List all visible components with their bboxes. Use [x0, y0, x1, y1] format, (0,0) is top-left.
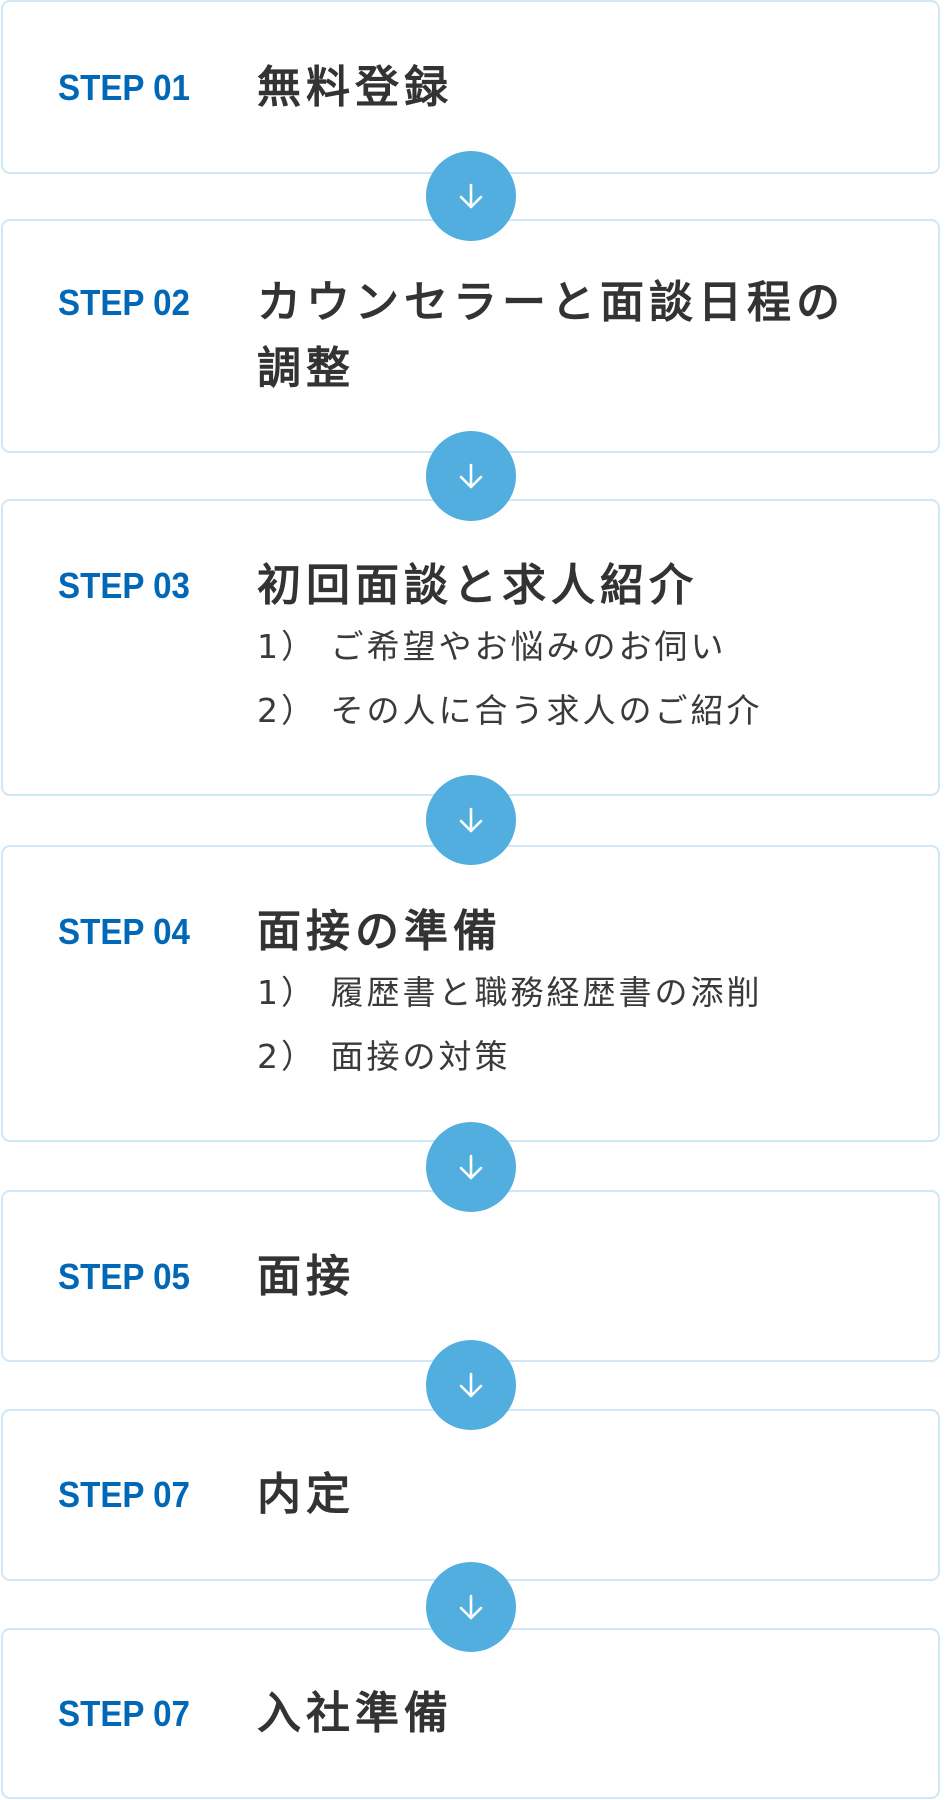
- arrow-down-icon: [426, 431, 516, 521]
- step-sub-item: 2） 面接の対策: [257, 1037, 511, 1076]
- step-label: STEP 05: [58, 1256, 190, 1297]
- step-title: 無料登録: [257, 62, 453, 113]
- step-title: 面接の準備: [257, 906, 502, 957]
- step-title: 内定: [257, 1469, 355, 1520]
- step-card: STEP 07 内定: [1, 1409, 940, 1581]
- step-sub-list: 1） 履歴書と職務経歴書の添削 2） 面接の対策: [257, 961, 908, 1089]
- arrow-down-icon: [426, 1122, 516, 1212]
- step-card: STEP 05 面接: [1, 1190, 940, 1362]
- step-label: STEP 04: [58, 911, 190, 952]
- step-title: カウンセラーと面談日程の 調整: [257, 270, 898, 402]
- arrow-down-icon: [426, 1562, 516, 1652]
- step-label: STEP 07: [58, 1693, 190, 1734]
- step-sub-item: 1） ご希望やお悩みのお伺い: [257, 627, 727, 666]
- step-card: STEP 07 入社準備: [1, 1628, 940, 1799]
- step-label: STEP 07: [58, 1474, 190, 1515]
- step-label: STEP 02: [58, 282, 190, 323]
- step-title: 面接: [257, 1251, 355, 1302]
- step-title: 入社準備: [257, 1688, 453, 1739]
- step-sub-item: 1） 履歴書と職務経歴書の添削: [257, 973, 763, 1012]
- arrow-down-icon: [426, 151, 516, 241]
- step-sub-list: 1） ご希望やお悩みのお伺い 2） その人に合う求人のご紹介: [257, 615, 908, 743]
- step-card: STEP 03 初回面談と求人紹介 1） ご希望やお悩みのお伺い 2） その人に…: [1, 499, 940, 796]
- step-label: STEP 01: [58, 67, 190, 108]
- step-title-line: 調整: [257, 343, 355, 394]
- step-title-line: カウンセラーと面談日程の: [257, 277, 845, 328]
- arrow-down-icon: [426, 1340, 516, 1430]
- step-card: STEP 04 面接の準備 1） 履歴書と職務経歴書の添削 2） 面接の対策: [1, 845, 940, 1142]
- step-sub-item: 2） その人に合う求人のご紹介: [257, 691, 763, 730]
- step-title: 初回面談と求人紹介: [257, 560, 698, 611]
- step-card: STEP 02 カウンセラーと面談日程の 調整: [1, 219, 940, 453]
- arrow-down-icon: [426, 775, 516, 865]
- step-label: STEP 03: [58, 565, 190, 606]
- step-card: STEP 01 無料登録: [1, 0, 940, 174]
